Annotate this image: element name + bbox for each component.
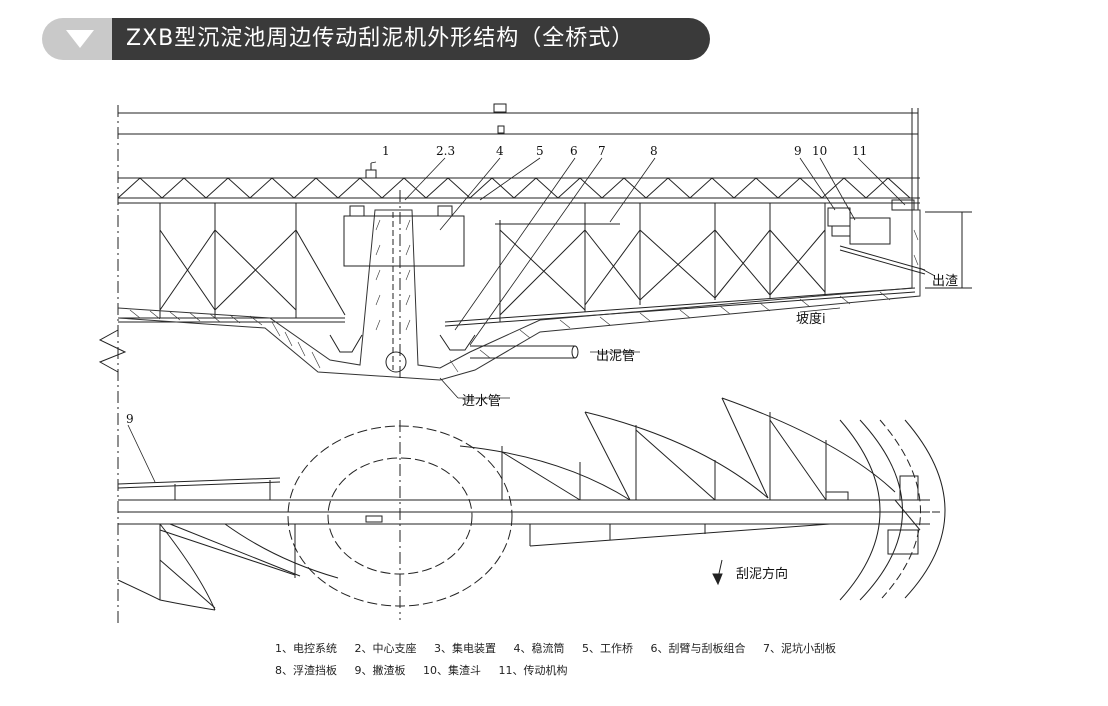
callout-1: 1 bbox=[382, 144, 390, 158]
callout-7: 7 bbox=[598, 144, 606, 158]
stilling-well-plan bbox=[287, 425, 513, 607]
scum-outlet bbox=[839, 245, 926, 271]
sludge-hopper-left bbox=[329, 334, 363, 353]
callout-8: 8 bbox=[650, 144, 658, 158]
callout-6: 6 bbox=[570, 144, 578, 158]
callout-10: 10 bbox=[812, 144, 828, 158]
label-outlet-slag: 出渣 bbox=[932, 274, 959, 289]
callout-2-3: 2.3 bbox=[436, 144, 456, 158]
legend-item: 11、传动机构 bbox=[498, 664, 568, 677]
legend-item: 7、泥坑小刮板 bbox=[763, 642, 836, 655]
callout-9: 9 bbox=[794, 144, 802, 158]
title-bar: ZXB型沉淀池周边传动刮泥机外形结构（全桥式） bbox=[42, 18, 710, 60]
work-bridge-truss bbox=[117, 177, 920, 204]
stilling-well bbox=[343, 215, 465, 267]
title-pill-main bbox=[112, 18, 710, 60]
control-box bbox=[365, 169, 377, 179]
drive-unit-plan bbox=[887, 529, 919, 555]
legend-item: 5、工作桥 bbox=[582, 642, 633, 655]
sludge-hopper-right bbox=[439, 334, 476, 351]
break-line bbox=[98, 329, 127, 373]
scraper-arm-right bbox=[444, 203, 916, 327]
callout-4: 4 bbox=[496, 144, 504, 158]
callout-5: 5 bbox=[536, 144, 544, 158]
legend-item: 9、撇渣板 bbox=[354, 664, 406, 677]
legend-item: 8、浮渣挡板 bbox=[275, 664, 337, 677]
legend-item: 10、集渣斗 bbox=[423, 664, 481, 677]
center-column-plan bbox=[327, 457, 473, 575]
scum-hopper-plan bbox=[899, 475, 919, 501]
callout-11: 11 bbox=[852, 144, 868, 158]
scraper-arm-left bbox=[118, 203, 346, 323]
callout-9-plan: 9 bbox=[126, 412, 134, 426]
inlet-pipe-section bbox=[385, 351, 407, 373]
label-slope: 坡度i bbox=[796, 312, 826, 327]
legend-item: 4、稳流筒 bbox=[513, 642, 565, 655]
legend-item: 1、电控系统 bbox=[275, 642, 337, 655]
label-scraping-direction: 刮泥方向 bbox=[736, 567, 789, 582]
legend-row-2: 8、浮渣挡板 9、撇渣板 10、集渣斗 11、传动机构 bbox=[275, 662, 582, 678]
scum-box bbox=[827, 207, 851, 227]
scum-hopper bbox=[849, 217, 891, 245]
legend-item: 6、刮臂与刮板组合 bbox=[650, 642, 746, 655]
legend-item: 3、集电装置 bbox=[434, 642, 496, 655]
legend-row-1: 1、电控系统 2、中心支座 3、集电装置 4、稳流筒 5、工作桥 6、刮臂与刮板… bbox=[275, 640, 850, 656]
tank-wall bbox=[117, 209, 921, 381]
dimension-mark bbox=[497, 125, 505, 134]
triangle-down-icon bbox=[66, 30, 94, 48]
label-inlet-pipe: 进水管 bbox=[462, 394, 502, 409]
plan-view bbox=[117, 397, 946, 620]
dimension-mark bbox=[493, 103, 507, 113]
page-title: ZXB型沉淀池周边传动刮泥机外形结构（全桥式） bbox=[126, 26, 635, 51]
legend-item: 2、中心支座 bbox=[354, 642, 417, 655]
label-sludge-outlet-pipe: 出泥管 bbox=[596, 349, 636, 364]
drive-unit bbox=[891, 199, 915, 211]
callout-leaders bbox=[127, 157, 936, 483]
